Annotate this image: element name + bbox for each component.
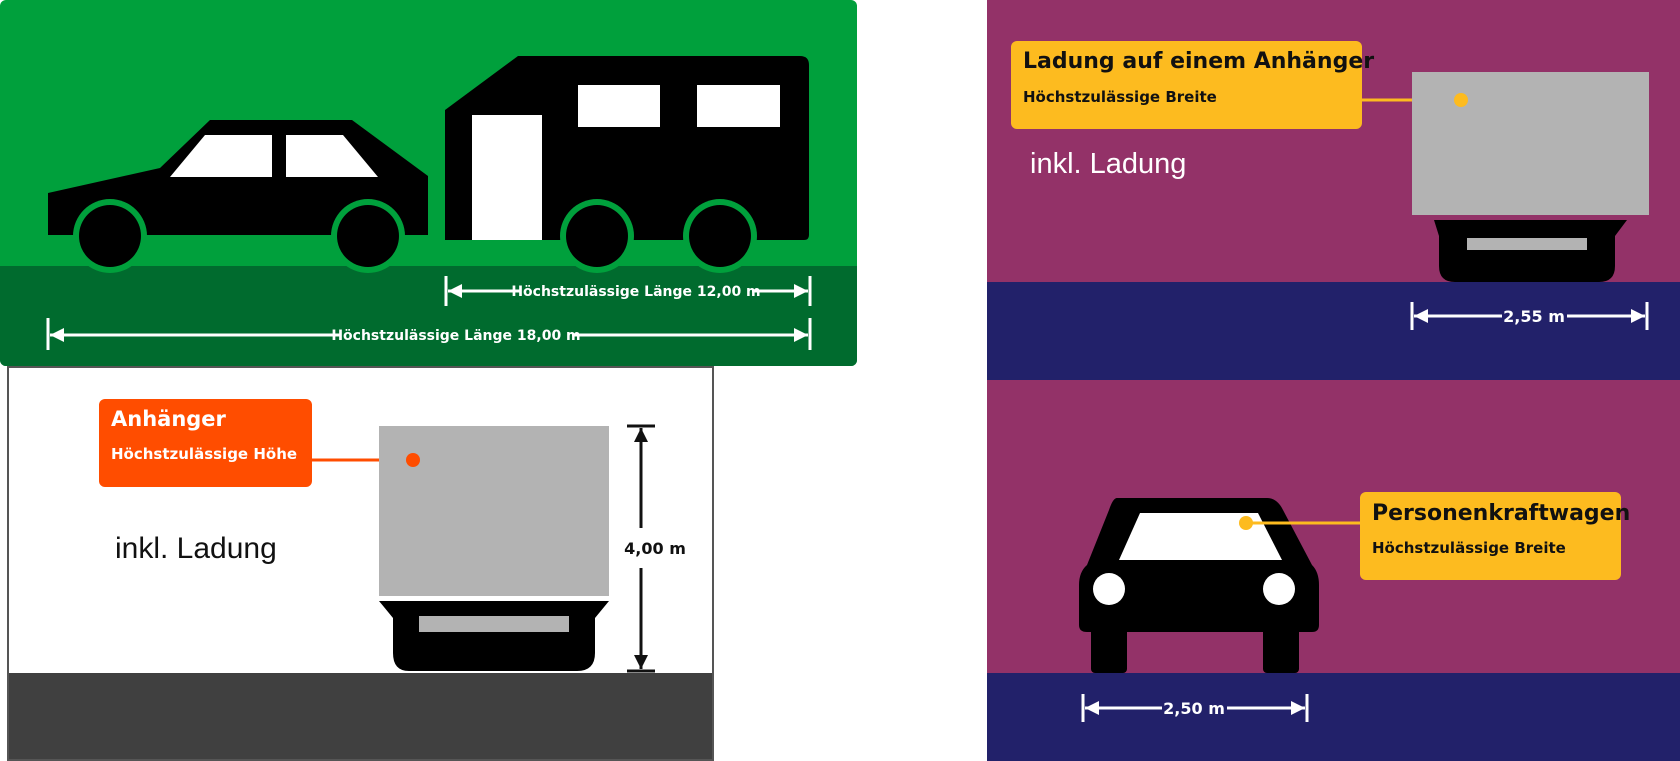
trailer-length-dimension <box>444 276 812 306</box>
height-note: inkl. Ladung <box>115 532 277 565</box>
trailer-width-panel: 2,55 m Ladung auf einem Anhänger Höchstz… <box>987 0 1680 380</box>
car-width-illustration: 2,50 m <box>987 380 1680 761</box>
car-front-icon <box>1079 498 1319 673</box>
loaded-trailer-rear-icon <box>1412 72 1649 282</box>
trailer-width-note: inkl. Ladung <box>1030 148 1187 180</box>
car-width-panel: 2,50 m Personenkraftwagen Höchstzulässig… <box>987 380 1680 761</box>
car-width-dimension <box>1081 694 1309 722</box>
length-panel-ground <box>0 266 857 366</box>
height-panel: 4,00 m Anhänger Höchstzulässige Höhe ink… <box>7 366 714 761</box>
height-callout-subtitle: Höchstzulässige Höhe <box>111 445 298 463</box>
car-side-icon <box>48 120 428 273</box>
trailer-load-callout: Ladung auf einem Anhänger Höchstzulässig… <box>1011 41 1375 129</box>
trailer-callout-subtitle: Höchstzulässige Breite <box>1023 88 1217 106</box>
combination-length-label: Höchstzulässige Länge 18,00 m <box>331 328 580 344</box>
height-callout-title: Anhänger <box>111 407 226 431</box>
caravan-icon <box>445 56 809 273</box>
height-dimension-label: 4,00 m <box>624 539 686 558</box>
trailer-rear-icon <box>379 426 609 671</box>
height-illustration: 4,00 m <box>9 424 712 759</box>
trailer-callout-title: Ladung auf einem Anhänger <box>1023 49 1375 74</box>
car-callout-subtitle: Höchstzulässige Breite <box>1372 539 1566 557</box>
length-panel: Höchstzulässige Länge 12,00 m Höchstzulä… <box>0 0 857 366</box>
height-callout: Anhänger Höchstzulässige Höhe <box>99 399 312 487</box>
car-callout: Personenkraftwagen Höchstzulässige Breit… <box>1360 492 1631 580</box>
car-callout-title: Personenkraftwagen <box>1372 501 1631 526</box>
length-illustration: Höchstzulässige Länge 12,00 m Höchstzulä… <box>0 0 857 366</box>
trailer-width-dimension <box>1410 302 1649 330</box>
trailer-width-label: 2,55 m <box>1503 307 1565 326</box>
height-callout-anchor <box>406 453 420 467</box>
car-width-label: 2,50 m <box>1163 699 1225 718</box>
car-callout-anchor <box>1239 516 1253 530</box>
trailer-length-label: Höchstzulässige Länge 12,00 m <box>511 284 760 300</box>
car-width-panel-ground <box>987 673 1680 761</box>
height-dimension <box>627 424 655 673</box>
trailer-width-panel-ground <box>987 282 1680 380</box>
combination-length-dimension <box>46 318 812 350</box>
height-panel-ground <box>9 673 712 759</box>
trailer-callout-anchor <box>1454 93 1468 107</box>
